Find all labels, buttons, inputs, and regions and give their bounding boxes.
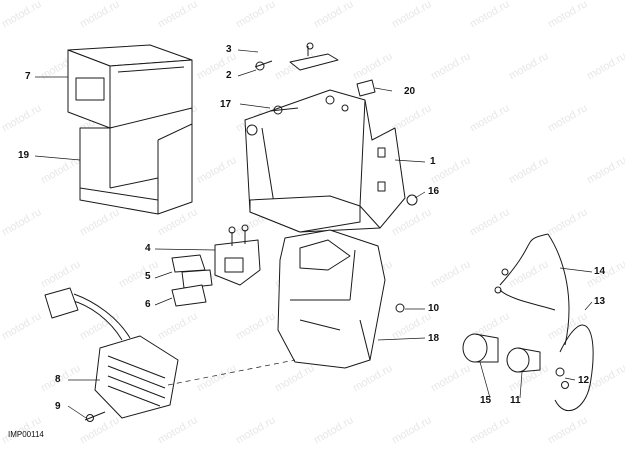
part-7-control-unit (67, 44, 193, 129)
callout-10: 10 (428, 303, 440, 314)
callout-13: 13 (594, 296, 606, 307)
part-14-wire (494, 233, 570, 346)
part-12-washer (555, 367, 569, 389)
part-5-relay (171, 254, 213, 289)
callout-6: 6 (145, 299, 151, 310)
part-16-nut (406, 194, 418, 206)
callout-9: 9 (55, 401, 61, 412)
part-6-cover (171, 284, 207, 307)
part-10-nut (395, 303, 405, 313)
reference-code: IMP00114 (8, 430, 44, 439)
leader-lines (34, 49, 593, 419)
callout-17: 17 (220, 99, 232, 110)
callout-2: 2 (226, 70, 232, 81)
callout-7: 7 (25, 71, 31, 82)
part-17-screw (269, 105, 299, 115)
part-1-bracket (244, 89, 406, 233)
callout-5: 5 (145, 271, 151, 282)
callout-16: 16 (428, 186, 440, 197)
callout-15: 15 (480, 395, 492, 406)
callout-11: 11 (510, 395, 521, 406)
part-9-screw (84, 411, 106, 422)
callout-12: 12 (578, 375, 590, 386)
callout-19: 19 (18, 150, 30, 161)
part-11-plug (506, 347, 541, 373)
part-20-clip (356, 79, 376, 97)
callout-1: 1 (430, 156, 436, 167)
part-2-screw (254, 60, 273, 71)
part-8-regulator (44, 287, 179, 419)
part-3-clip (289, 42, 339, 71)
callout-20: 20 (404, 86, 416, 97)
callout-4: 4 (145, 243, 151, 254)
callout-14: 14 (594, 266, 606, 277)
part-18-mounting-plate (277, 229, 386, 369)
callout-3: 3 (226, 44, 232, 55)
part-4-fuse-block (214, 224, 261, 286)
callout-8: 8 (55, 374, 61, 385)
part-19-holder (79, 107, 193, 215)
part-13-wire (554, 324, 594, 412)
callout-18: 18 (428, 333, 440, 344)
part-15-connector (462, 333, 499, 363)
